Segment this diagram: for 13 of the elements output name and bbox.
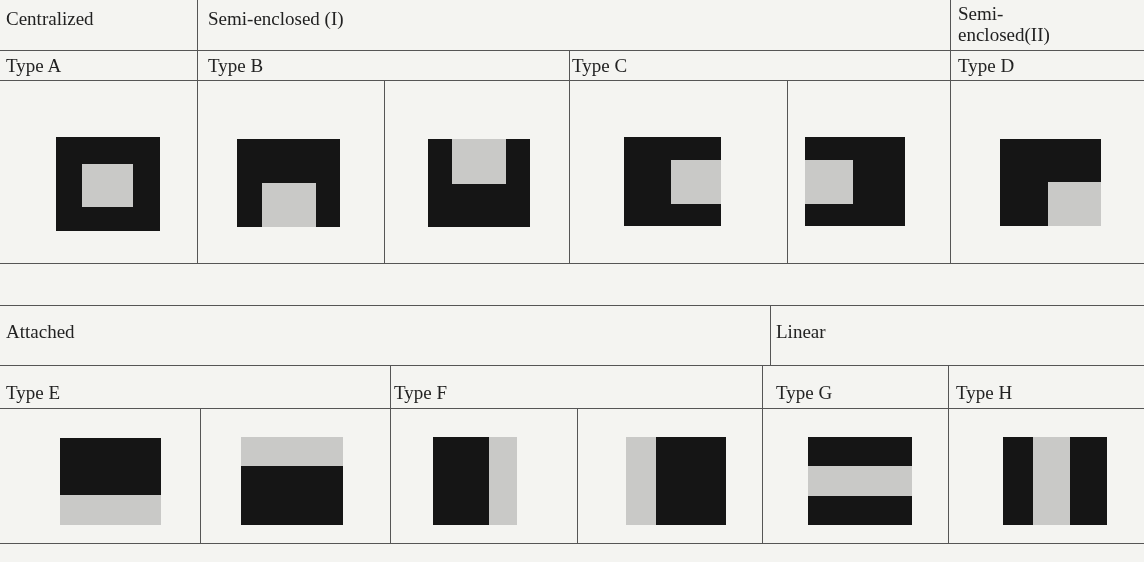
category-header: Semi-enclosed(II) — [958, 3, 1051, 45]
category-header: Attached — [6, 321, 75, 342]
type-label: Type D — [958, 55, 1015, 76]
category-header: Centralized — [6, 8, 94, 29]
type-label: Type F — [394, 382, 448, 403]
category-header: Linear — [776, 321, 826, 342]
type-label: Type C — [572, 55, 628, 76]
type-label: Type A — [6, 55, 62, 76]
category-header: Semi-enclosed (I) — [208, 8, 344, 29]
type-label: Type E — [6, 382, 61, 403]
type-label: Type G — [776, 382, 833, 403]
type-label: Type H — [956, 382, 1013, 403]
type-label: Type B — [208, 55, 264, 76]
